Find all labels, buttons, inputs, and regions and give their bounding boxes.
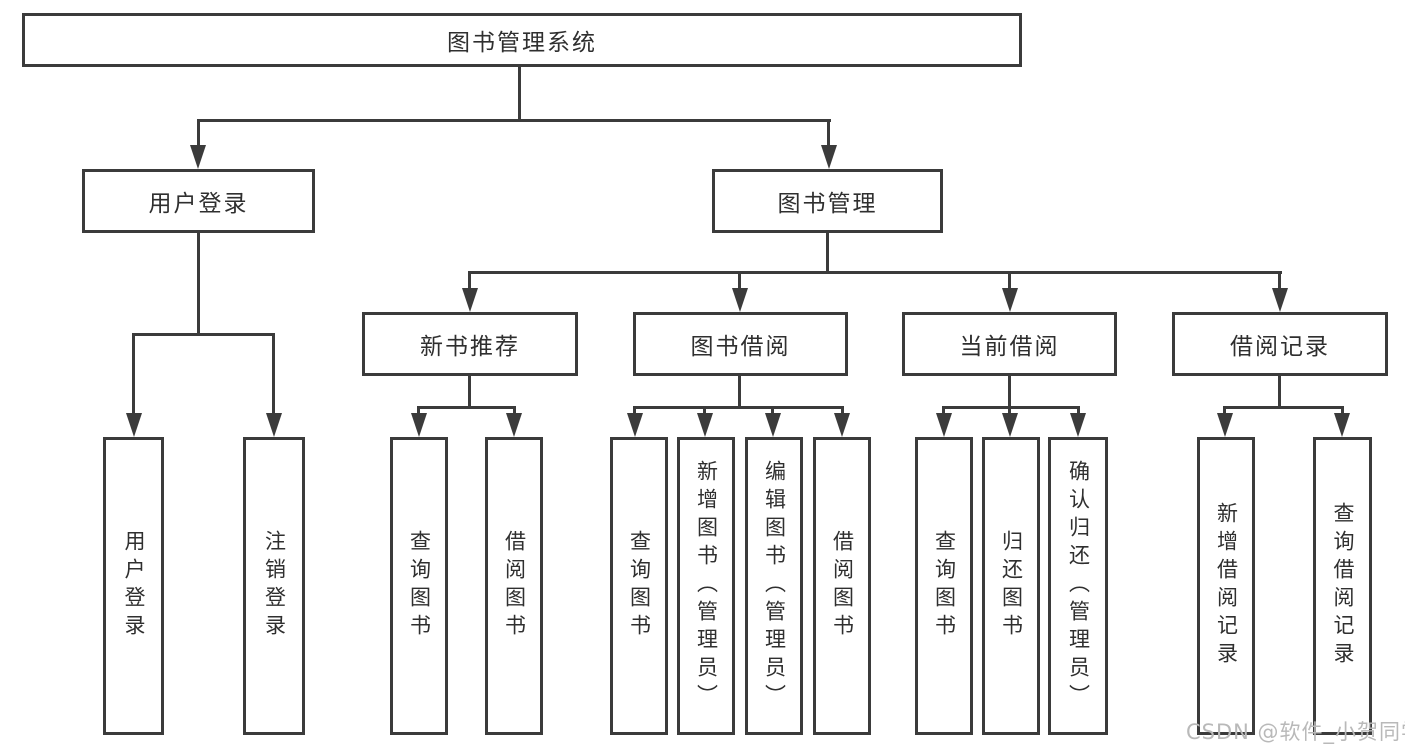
connector-line — [417, 406, 420, 416]
node-current-borrowing-label: 当前借阅 — [959, 334, 1060, 360]
leaf-borrow-books-recommend: 借阅图书 — [485, 437, 543, 735]
node-user-login-label: 用户登录 — [148, 191, 249, 217]
node-new-book-recommend-label: 新书推荐 — [420, 334, 520, 360]
arrow-down-icon — [1217, 413, 1233, 437]
arrow-down-icon — [266, 413, 282, 437]
leaf-return-book: 归还图书 — [982, 437, 1040, 735]
connector-line — [942, 406, 1080, 409]
connector-line — [1008, 406, 1011, 416]
node-new-book-recommend: 新书推荐 — [362, 312, 578, 376]
connector-line — [703, 406, 706, 416]
arrow-down-icon — [462, 288, 478, 312]
csdn-watermark: CSDN @软件_小贺同学 — [1186, 720, 1405, 744]
leaf-borrow-books-borrowing: 借阅图书 — [813, 437, 871, 735]
leaf-query-books-borrowing: 查询图书 — [610, 437, 668, 735]
arrow-down-icon — [1334, 413, 1350, 437]
connector-line — [942, 406, 945, 416]
connector-line — [841, 406, 844, 416]
connector-line — [197, 119, 831, 122]
leaf-return-book-label: 归还图书 — [999, 530, 1024, 642]
connector-line — [197, 119, 200, 147]
arrow-down-icon — [697, 413, 713, 437]
arrow-down-icon — [411, 413, 427, 437]
leaf-query-books-borrowing-label: 查询图书 — [627, 530, 652, 642]
connector-line — [1077, 406, 1080, 416]
connector-line — [197, 231, 200, 336]
connector-line — [633, 406, 636, 416]
node-book-borrowing: 图书借阅 — [633, 312, 848, 376]
node-current-borrowing: 当前借阅 — [902, 312, 1117, 376]
connector-line — [1008, 271, 1011, 291]
leaf-borrow-books-borrowing-label: 借阅图书 — [830, 530, 855, 642]
arrow-down-icon — [506, 413, 522, 437]
connector-line — [633, 406, 844, 409]
leaf-confirm-return-admin-label: 确认归还（管理员） — [1066, 460, 1091, 712]
connector-line — [1223, 406, 1226, 416]
connector-line — [518, 64, 521, 121]
connector-line — [132, 333, 275, 336]
arrow-down-icon — [1272, 288, 1288, 312]
connector-line — [132, 333, 135, 415]
connector-line — [513, 406, 516, 416]
connector-line — [1341, 406, 1344, 416]
arrow-down-icon — [936, 413, 952, 437]
leaf-add-borrow-record-label: 新增借阅记录 — [1214, 502, 1239, 670]
leaf-add-book-admin-label: 新增图书（管理员） — [694, 460, 719, 712]
leaf-query-books-recommend-label: 查询图书 — [407, 530, 432, 642]
connector-line — [738, 375, 741, 409]
node-book-borrowing-label: 图书借阅 — [690, 334, 791, 360]
arrow-down-icon — [627, 413, 643, 437]
node-book-management: 图书管理 — [712, 169, 943, 233]
leaf-edit-book-admin: 编辑图书（管理员） — [745, 437, 803, 735]
connector-line — [1008, 375, 1011, 409]
leaf-query-books-current-label: 查询图书 — [932, 530, 957, 642]
connector-line — [272, 333, 275, 415]
leaf-query-borrow-record-label: 查询借阅记录 — [1331, 502, 1355, 670]
connector-line — [417, 406, 516, 409]
leaf-logout: 注销登录 — [243, 437, 305, 735]
node-user-login: 用户登录 — [82, 169, 315, 233]
connector-line — [827, 119, 830, 147]
arrow-down-icon — [1002, 288, 1018, 312]
connector-line — [1223, 406, 1344, 409]
connector-line — [468, 375, 471, 409]
arrow-down-icon — [834, 413, 850, 437]
arrow-down-icon — [821, 145, 837, 169]
arrow-down-icon — [1002, 413, 1018, 437]
leaf-add-book-admin: 新增图书（管理员） — [677, 437, 735, 735]
arrow-down-icon — [765, 413, 781, 437]
connector-line — [1278, 375, 1281, 409]
leaf-user-login-label: 用户登录 — [122, 530, 146, 642]
connector-line — [468, 271, 1282, 274]
connector-line — [826, 231, 829, 274]
arrow-down-icon — [732, 288, 748, 312]
leaf-borrow-books-recommend-label: 借阅图书 — [502, 530, 527, 642]
leaf-query-borrow-record: 查询借阅记录 — [1313, 437, 1372, 735]
connector-line — [1278, 271, 1281, 291]
arrow-down-icon — [190, 145, 206, 169]
connector-line — [468, 271, 471, 291]
node-library-system-label: 图书管理系统 — [447, 30, 597, 56]
leaf-confirm-return-admin: 确认归还（管理员） — [1048, 437, 1108, 735]
connector-line — [771, 406, 774, 416]
leaf-logout-label: 注销登录 — [262, 530, 287, 642]
leaf-edit-book-admin-label: 编辑图书（管理员） — [762, 460, 787, 712]
node-borrow-records: 借阅记录 — [1172, 312, 1388, 376]
leaf-query-books-recommend: 查询图书 — [390, 437, 448, 735]
node-library-system: 图书管理系统 — [22, 13, 1022, 67]
arrow-down-icon — [1070, 413, 1086, 437]
node-book-management-label: 图书管理 — [777, 191, 878, 217]
arrow-down-icon — [126, 413, 142, 437]
leaf-query-books-current: 查询图书 — [915, 437, 973, 735]
leaf-user-login: 用户登录 — [103, 437, 164, 735]
node-borrow-records-label: 借阅记录 — [1230, 334, 1330, 360]
connector-line — [738, 271, 741, 291]
leaf-add-borrow-record: 新增借阅记录 — [1197, 437, 1255, 735]
